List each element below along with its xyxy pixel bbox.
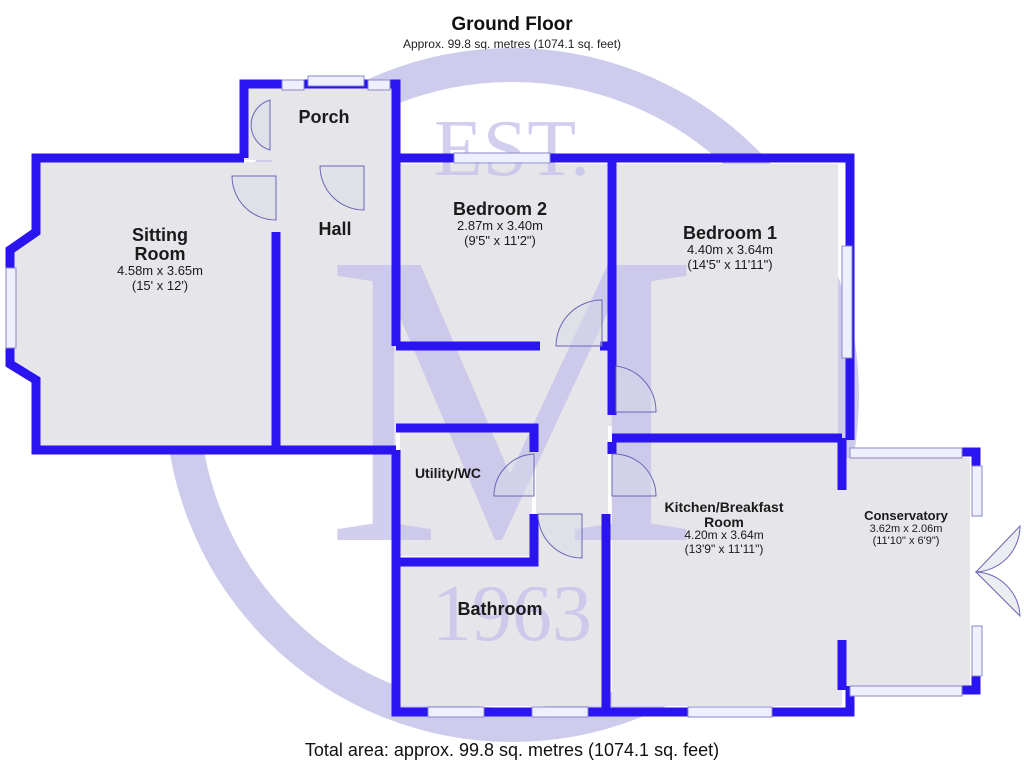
room-label-conservatory: Conservatory 3.62m x 2.06m (11'10" x 6'9… <box>846 509 966 548</box>
room-name: Bathroom <box>457 599 543 619</box>
svg-text:EST.: EST. <box>434 105 590 193</box>
room-name: Hall <box>318 219 352 239</box>
room-dimensions-metric: 2.87m x 3.40m <box>457 217 543 233</box>
total-area-footer: Total area: approx. 99.8 sq. metres (107… <box>304 740 720 760</box>
room-name: Bedroom 1 <box>682 223 778 243</box>
doors <box>231 99 1021 618</box>
room-dimensions-imperial: (9'5" x 11'2") <box>464 232 536 248</box>
room-dimensions-imperial: (13'9" x 11'11") <box>684 542 764 557</box>
room-dimensions-metric: 4.20m x 3.64m <box>684 528 764 543</box>
room-name: Porch <box>298 107 350 127</box>
floor-area-subtitle: Approx. 99.8 sq. metres (1074.1 sq. feet… <box>402 37 622 51</box>
room-label-porch: Porch <box>284 108 364 127</box>
room-label-utility-wc: Utility/WC <box>400 466 496 481</box>
room-dimensions-metric: 4.40m x 3.64m <box>687 241 773 257</box>
room-name: Conservatory <box>864 508 948 523</box>
room-label-bedroom-1: Bedroom 1 4.40m x 3.64m (14'5" x 11'11") <box>660 224 800 273</box>
room-label-bedroom-2: Bedroom 2 2.87m x 3.40m (9'5" x 11'2") <box>430 200 570 249</box>
room-dimensions-imperial: (11'10" x 6'9") <box>872 535 940 548</box>
svg-text:1963: 1963 <box>432 570 592 658</box>
room-name: Bedroom 2 <box>452 199 548 219</box>
room-label-kitchen-breakfast-room: Kitchen/Breakfast Room 4.20m x 3.64m (13… <box>636 500 812 557</box>
room-dimensions-metric: 4.58m x 3.65m <box>117 262 203 278</box>
room-name: Room <box>704 513 744 530</box>
room-name: Room <box>134 243 186 264</box>
room-dimensions-metric: 3.62m x 2.06m <box>869 522 943 535</box>
room-label-bathroom: Bathroom <box>440 600 560 619</box>
room-name: Kitchen/Breakfast <box>664 499 784 515</box>
room-dimensions-imperial: (15' x 12') <box>131 277 189 293</box>
room-label-hall: Hall <box>300 220 370 239</box>
watermark-text: EST. M 1963 <box>325 105 698 658</box>
room-dimensions-imperial: (14'5" x 11'11") <box>687 256 773 272</box>
room-name: Sitting <box>132 225 188 245</box>
room-label-sitting-room: Sitting Room 4.58m x 3.65m (15' x 12') <box>80 226 240 294</box>
floor-title: Ground Floor <box>451 14 573 35</box>
windows <box>5 75 983 718</box>
room-name: Utility/WC <box>414 465 482 481</box>
